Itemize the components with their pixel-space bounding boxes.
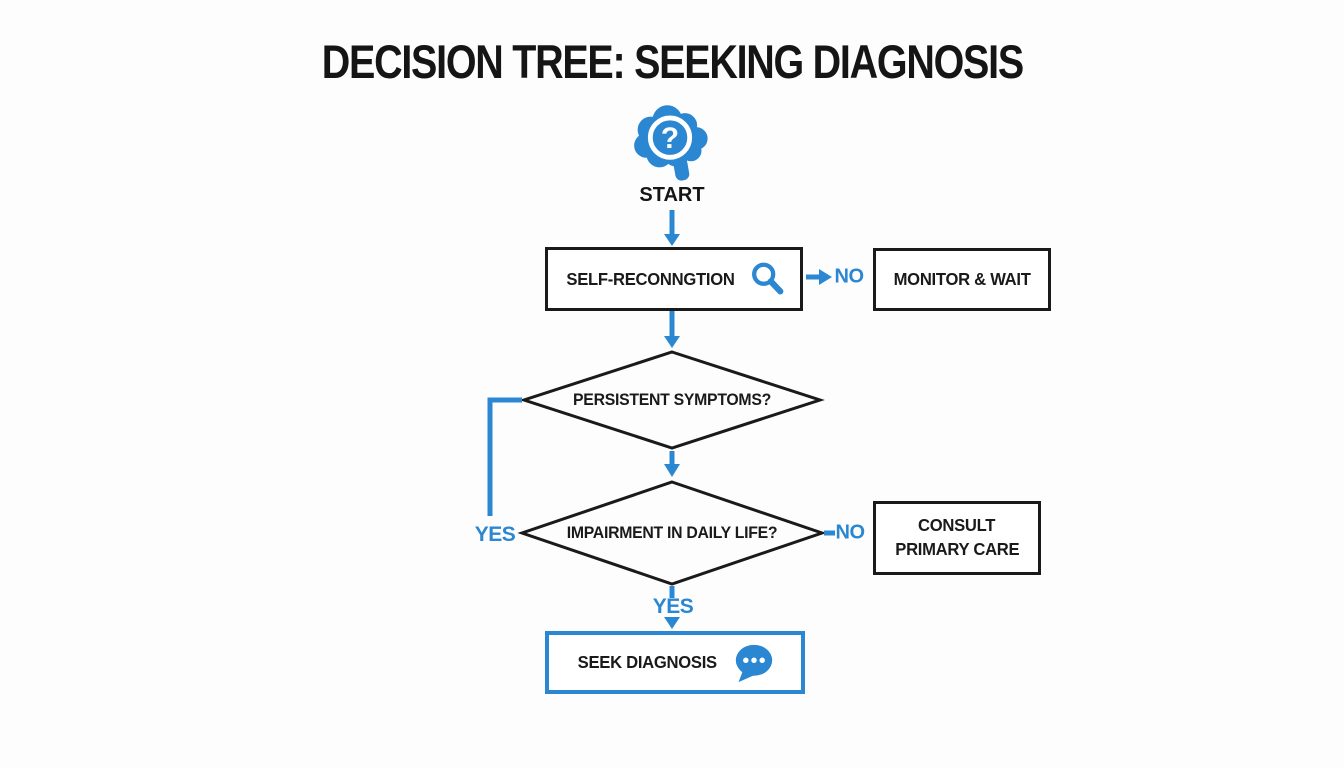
page-title: DECISION TREE: SEEKING DIAGNOSIS — [321, 35, 1023, 88]
start-label: START — [639, 184, 705, 206]
edge-label-yes-left: YES — [474, 523, 516, 546]
node-seek-diagnosis: SEEK DIAGNOSIS — [545, 631, 805, 694]
magnifier-icon — [752, 262, 784, 295]
edge-persistent-to-impairment — [664, 451, 680, 477]
chat-bubble-icon — [736, 644, 773, 682]
node-self-recognition-label: SELF-RECONNGTION — [566, 268, 735, 289]
brain-question-icon: ? — [634, 105, 708, 181]
edge-label-no-top: NO — [834, 265, 865, 288]
node-consult-line1: CONSULT — [918, 515, 996, 536]
node-persistent-symptoms-label: PERSISTENT SYMPTOMS? — [573, 390, 771, 409]
node-monitor-wait: MONITOR & WAIT — [873, 248, 1051, 311]
edge-label-yes-bottom: YES — [652, 595, 694, 618]
edge-label-no-mid: NO — [835, 521, 866, 544]
svg-text:?: ? — [661, 122, 679, 155]
edge-selfrecognition-no — [806, 269, 832, 285]
edge-selfrecognition-to-persistent — [664, 311, 680, 348]
node-consult-primary-care: CONSULT PRIMARY CARE — [873, 501, 1041, 575]
node-consult-line2: PRIMARY CARE — [894, 539, 1020, 559]
node-impairment-label: IMPAIRMENT IN DAILY LIFE? — [566, 523, 778, 542]
node-monitor-wait-label: MONITOR & WAIT — [893, 269, 1031, 289]
edge-start-to-selfrecognition — [664, 210, 680, 246]
edge-persistent-yes-elbow — [487, 397, 522, 516]
node-self-recognition: SELF-RECONNGTION — [545, 247, 803, 311]
node-seek-diagnosis-label: SEEK DIAGNOSIS — [577, 652, 717, 672]
